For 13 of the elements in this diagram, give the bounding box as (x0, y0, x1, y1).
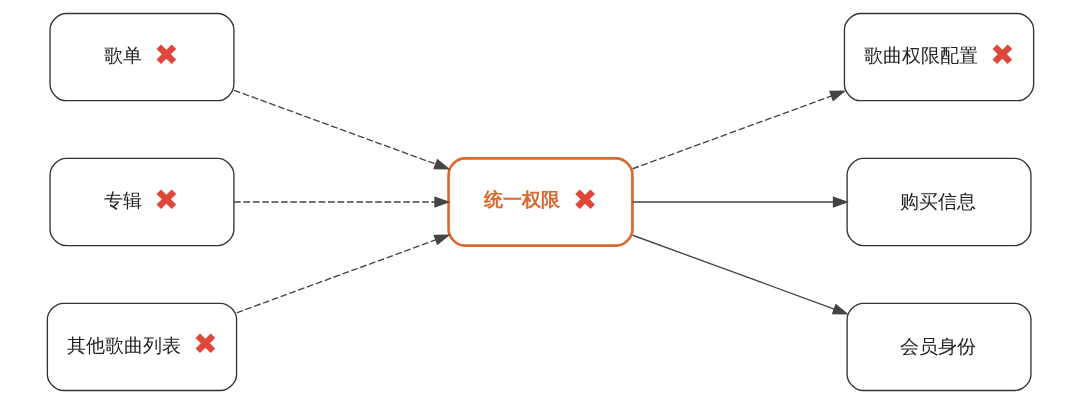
node-box: 统一权限 ✖ (446, 157, 634, 247)
node-box: 购买信息 (845, 157, 1032, 247)
arrow (232, 196, 450, 208)
arrow (631, 90, 846, 170)
arrow (235, 234, 450, 314)
node-box: 歌曲权限配置 ✖ (843, 12, 1034, 102)
node-box: 会员身份 (845, 302, 1032, 392)
arrow (232, 89, 450, 170)
node-box: 专辑 ✖ (48, 157, 235, 247)
node-box: 其他歌曲列表 ✖ (46, 302, 237, 392)
arrow (631, 234, 849, 315)
arrow (631, 196, 849, 208)
node-box: 歌单 ✖ (48, 12, 235, 102)
